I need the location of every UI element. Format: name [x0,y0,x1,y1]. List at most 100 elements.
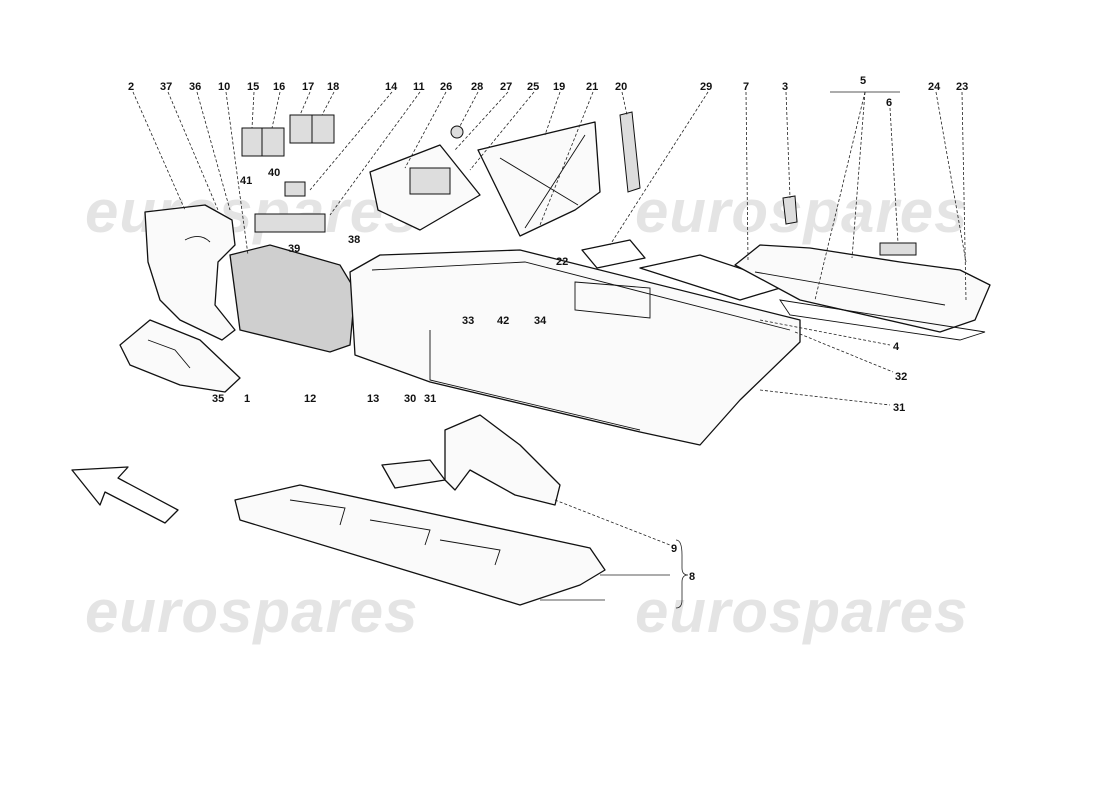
part-plate-38 [254,213,326,233]
label-34: 34 [534,315,547,327]
bracket-8-9 [675,539,689,609]
label-36: 36 [189,81,201,93]
leader-4 [759,319,891,346]
direction-arrow [71,466,179,524]
part-switch-18 [311,114,335,144]
leader-16 [271,91,281,129]
watermark-bottom-right: eurospares [635,578,969,645]
leader-7 [745,91,749,261]
label-41: 41 [240,175,252,187]
part-main-console-side [429,330,641,431]
part-panel-19-cross [499,134,586,229]
part-handbrake-cover-9 [444,414,561,506]
leader-27 [454,91,509,151]
label-16: 16 [273,81,285,93]
leader-19 [544,91,561,136]
label-15: 15 [247,81,259,93]
part-armrest-5 [734,244,991,333]
part-box-26-insert [409,167,451,195]
part-strip-20 [619,111,641,193]
watermark-top-left: eurospares [85,178,419,245]
leader-20 [621,91,628,116]
leader-17 [299,91,311,116]
part-side-panel-edge [184,236,211,243]
leader-26 [404,91,447,169]
leader-21 [539,91,594,226]
label-28: 28 [471,81,483,93]
label-37: 37 [160,81,172,93]
callout-labels: 2 37 36 10 15 16 17 18 14 11 26 28 27 25… [128,75,968,583]
label-18: 18 [327,81,339,93]
leader-36 [196,91,231,211]
label-29: 29 [700,81,712,93]
leader-25 [469,91,535,171]
leader-11 [329,91,421,216]
leader-9 [554,499,671,546]
leader-37 [167,91,219,211]
part-panel-19 [477,121,601,237]
part-switch-block-6 [879,242,917,256]
label-20: 20 [615,81,627,93]
leader-5b [814,91,866,301]
watermark-top-right: eurospares [635,178,969,245]
part-insert-13 [381,459,446,489]
label-17: 17 [302,81,314,93]
label-26: 26 [440,81,452,93]
watermark-bottom-left: eurospares [85,578,419,645]
label-21: 21 [586,81,598,93]
label-12: 12 [304,393,316,405]
part-bracket-35-detail [147,339,191,369]
leader-6 [889,107,899,244]
label-9: 9 [671,543,677,555]
part-switch-16 [261,127,285,157]
part-lid-pad-29 [581,239,646,269]
leader-18 [321,91,335,116]
label-4: 4 [893,341,900,353]
label-3: 3 [782,81,788,93]
label-10: 10 [218,81,230,93]
part-lower-tray-8 [234,484,606,606]
label-13: 13 [367,393,379,405]
leader-29 [609,91,709,246]
label-38: 38 [348,234,360,246]
leader-24 [935,91,967,263]
leader-5a [851,91,866,259]
part-armrest-5-lower [779,299,986,341]
part-switch-17 [289,114,313,144]
label-19: 19 [553,81,565,93]
label-11: 11 [413,81,425,93]
label-42: 42 [497,315,509,327]
label-5: 5 [860,75,866,87]
part-switch-15 [241,127,265,157]
leader-15 [251,91,255,129]
label-22: 22 [556,256,568,268]
label-39: 39 [288,243,300,255]
part-nut-28 [450,125,464,139]
switch-group [241,114,335,157]
label-31-lower: 31 [424,393,436,405]
leader-28 [459,91,479,127]
part-bracket-3 [782,195,798,225]
leader-10 [225,91,249,256]
part-tunnel-carpet [229,244,356,353]
label-33: 33 [462,315,474,327]
leader-lines [132,91,967,601]
label-31-right: 31 [893,402,905,414]
part-main-console [349,249,801,446]
label-35: 35 [212,393,224,405]
label-8: 8 [689,571,695,583]
leader-3 [785,91,791,199]
part-lower-tray-8-openings [289,499,501,566]
label-14: 14 [385,81,398,93]
label-7: 7 [743,81,749,93]
label-27: 27 [500,81,512,93]
watermark-group: eurospares eurospares eurospares eurospa… [85,178,969,645]
label-23: 23 [956,81,968,93]
leader-14 [309,91,393,191]
label-1: 1 [244,393,250,405]
leader-31a [759,389,891,406]
label-24: 24 [928,81,941,93]
label-25: 25 [527,81,539,93]
leader-2 [132,91,186,211]
